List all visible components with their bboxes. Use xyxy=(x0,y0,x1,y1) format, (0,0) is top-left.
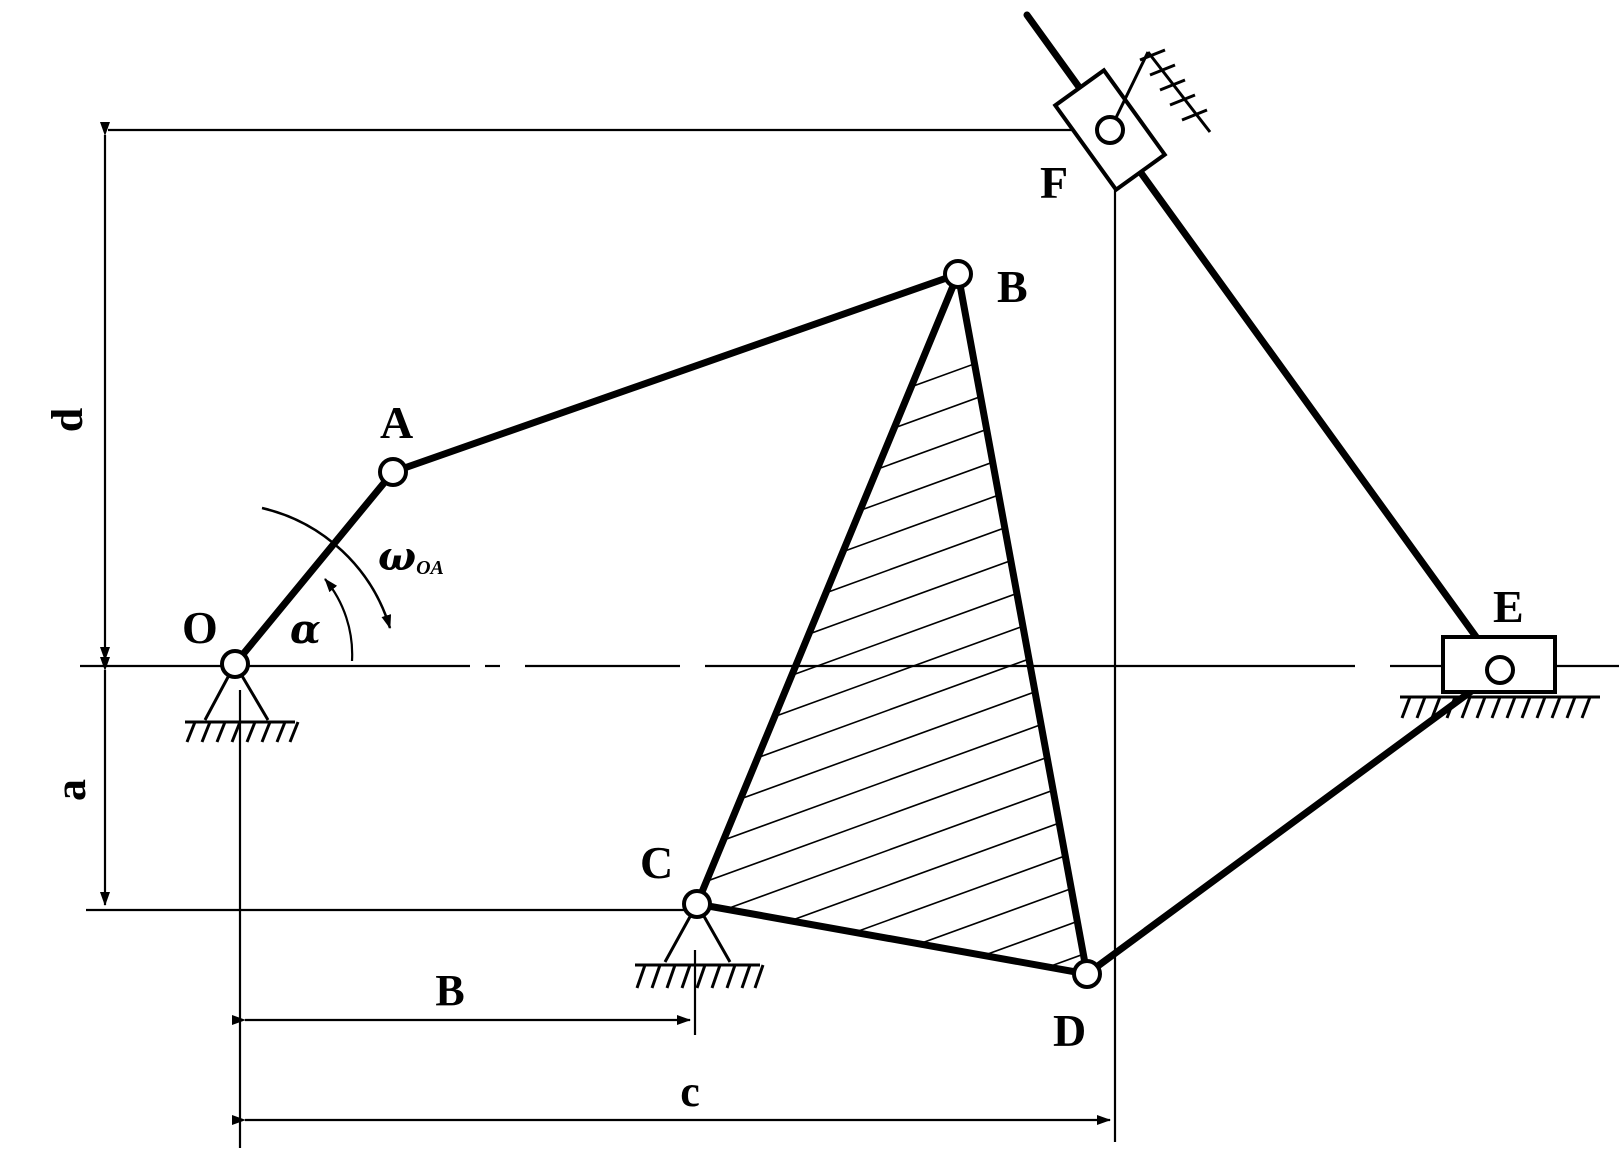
label-d-dimension: d xyxy=(43,408,92,432)
rod-ef xyxy=(1106,126,1504,674)
joints xyxy=(220,115,1515,989)
label-e: E xyxy=(1493,581,1524,632)
triangle-outline xyxy=(693,270,1091,978)
links xyxy=(231,11,1504,978)
crank-oa xyxy=(231,468,397,668)
ground-support-f xyxy=(1108,48,1212,133)
joint-e xyxy=(1485,655,1515,685)
point-labels: O A B C D E F xyxy=(182,157,1524,1056)
joint-d xyxy=(1072,959,1102,989)
dimension-labels: d a B c xyxy=(43,408,700,1116)
label-omega-oa: ωOA xyxy=(378,533,444,580)
joint-a xyxy=(378,457,408,487)
label-a-dimension: a xyxy=(46,779,95,801)
coupler-ab xyxy=(389,270,962,476)
joint-f xyxy=(1095,115,1125,145)
angle-alpha-arc xyxy=(324,578,354,662)
label-c: C xyxy=(640,837,673,888)
link-de xyxy=(1083,666,1504,978)
label-f: F xyxy=(1040,157,1068,208)
label-b-dimension: B xyxy=(435,966,464,1015)
ground-support-c xyxy=(635,903,765,989)
label-d: D xyxy=(1053,1005,1086,1056)
label-o: O xyxy=(182,602,218,653)
label-b: B xyxy=(997,261,1028,312)
joint-o xyxy=(220,649,250,679)
label-alpha: α xyxy=(290,606,321,653)
joint-c xyxy=(682,889,712,919)
label-a: A xyxy=(380,397,413,448)
sleeve-f xyxy=(1052,48,1212,193)
angular-velocity-arrow xyxy=(261,506,392,629)
omega-symbol: ω xyxy=(378,533,416,580)
label-c-dimension: c xyxy=(680,1067,700,1116)
omega-subscript: OA xyxy=(416,557,444,579)
joint-b xyxy=(943,259,973,289)
